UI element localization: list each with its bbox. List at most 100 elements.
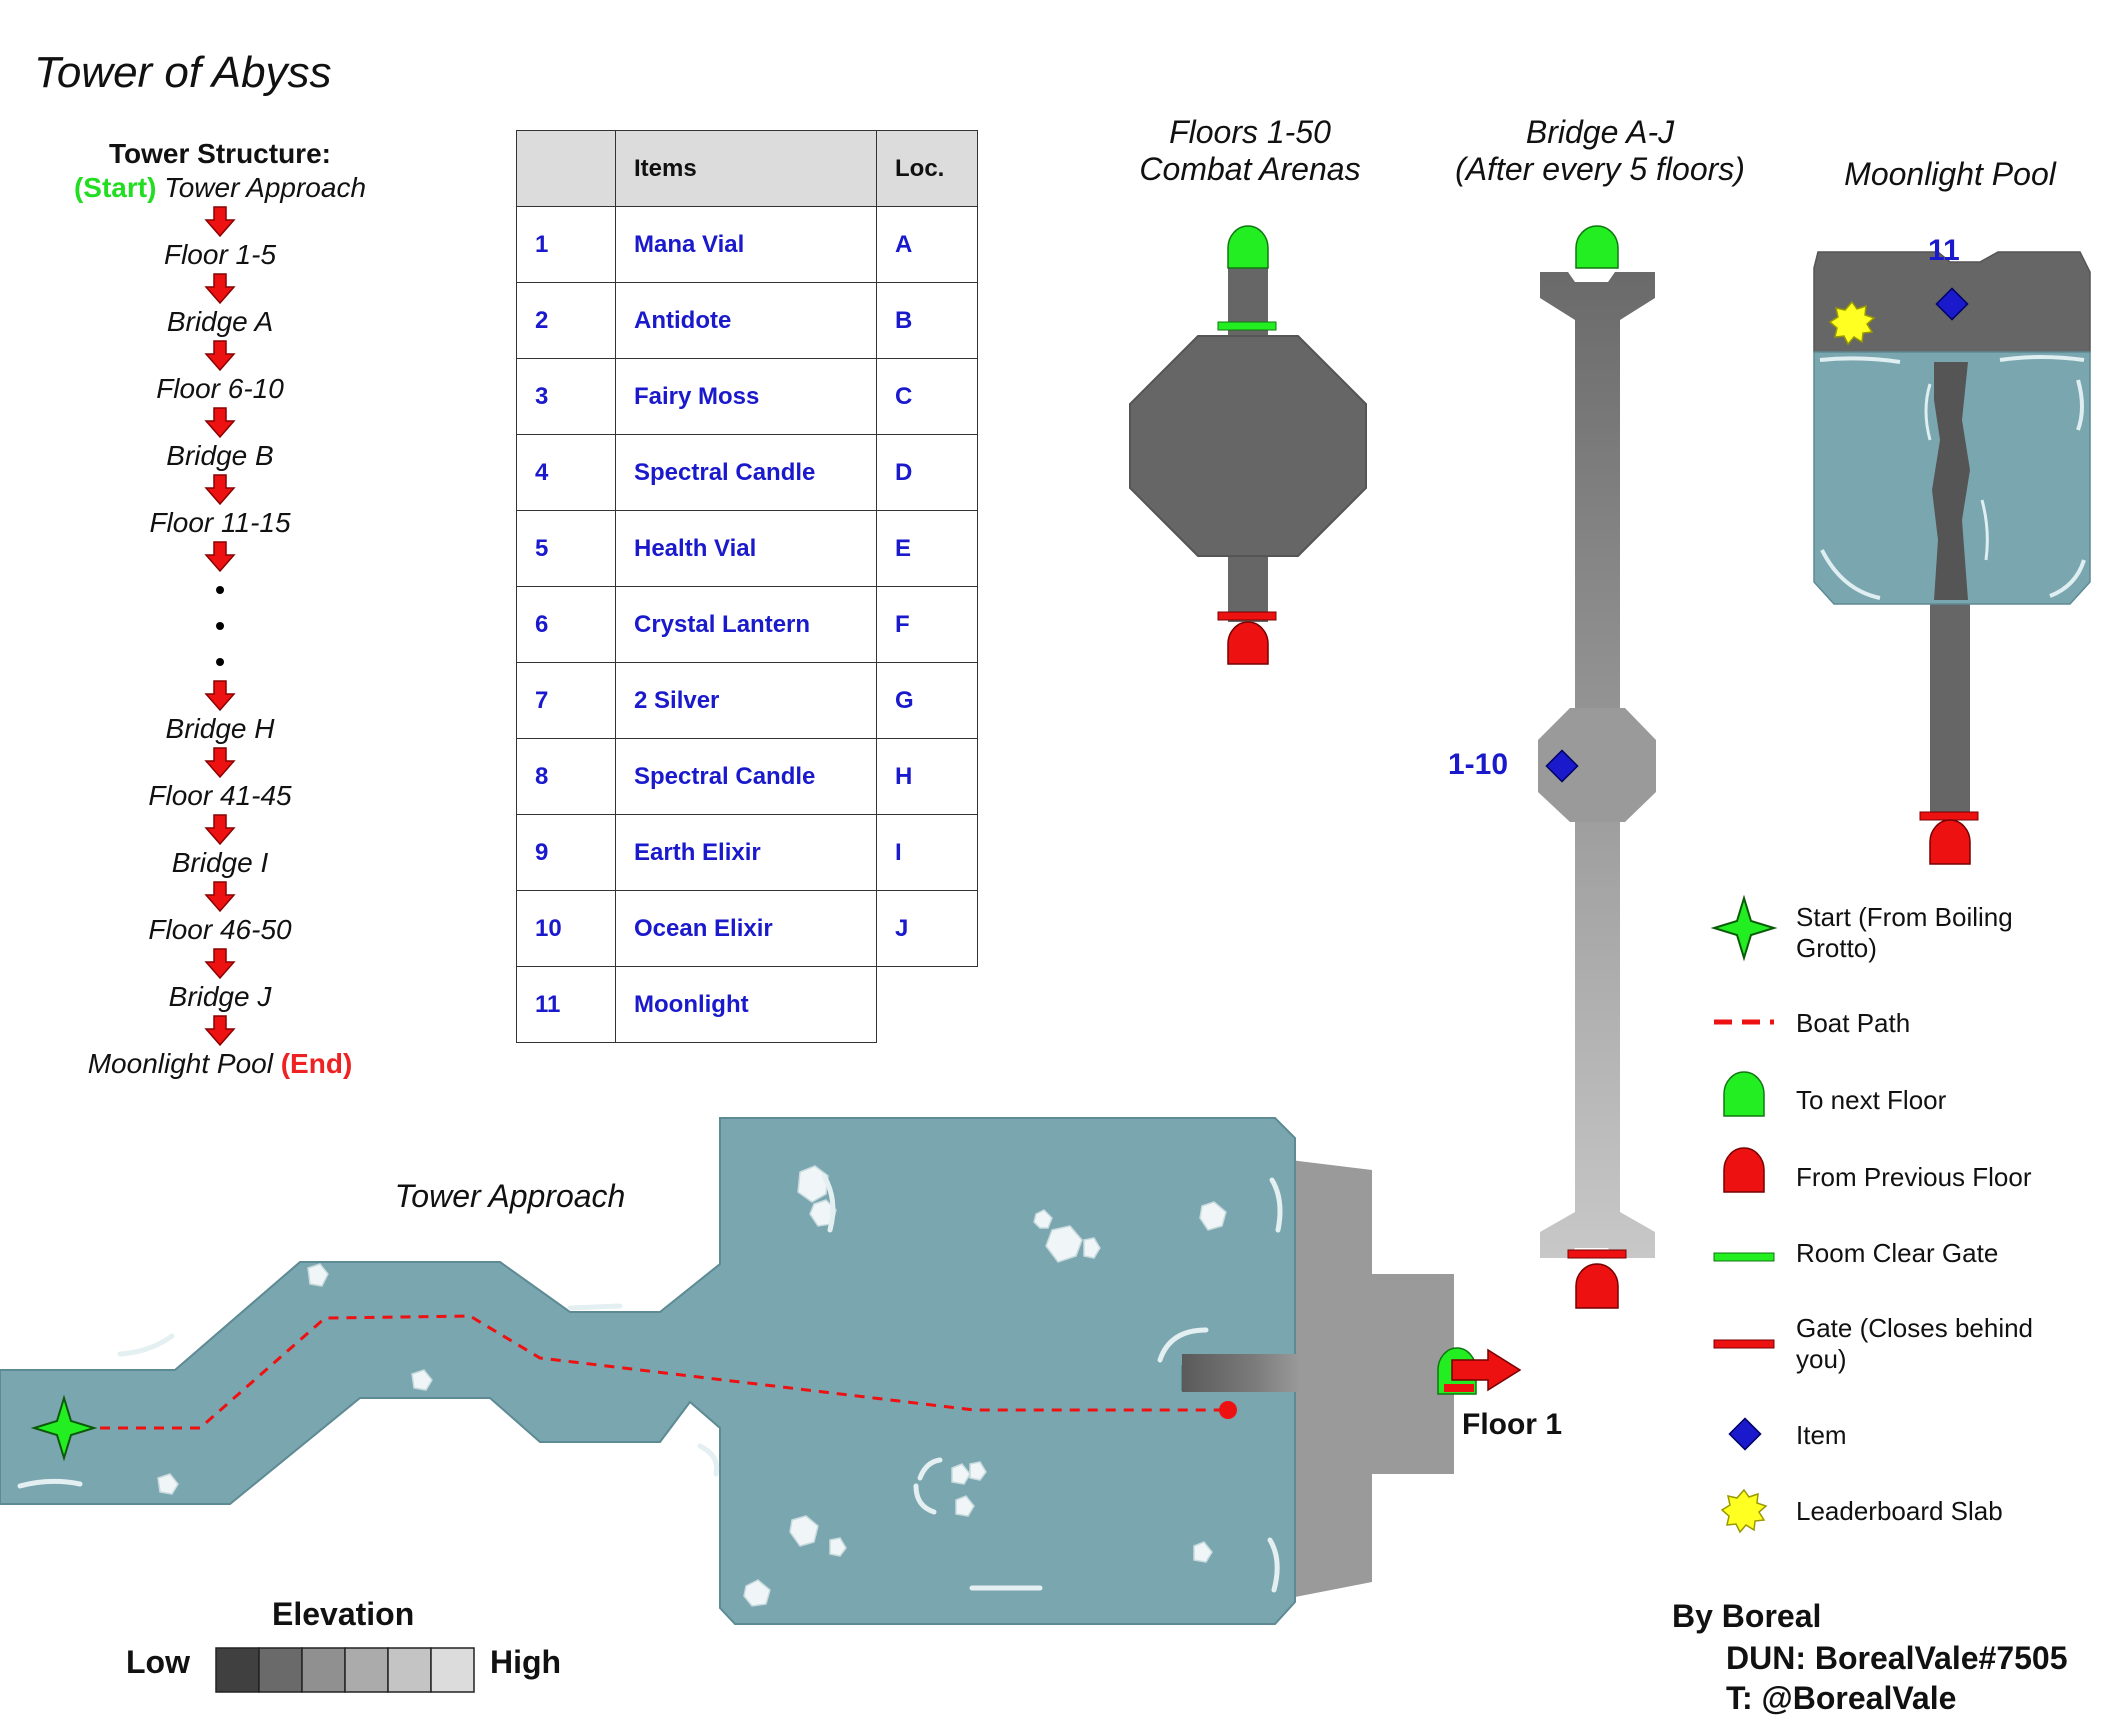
- ellipsis-dot: •: [215, 610, 225, 641]
- item-location: B: [876, 282, 978, 359]
- map-title: Tower of Abyss: [34, 48, 332, 97]
- flow-step: Bridge I: [171, 847, 269, 878]
- flow-step: Bridge B: [166, 440, 274, 471]
- room-clear-gate: [1217, 321, 1277, 331]
- down-arrow-icon: [60, 474, 380, 505]
- table-header-index: [516, 130, 616, 207]
- item-number: 2: [516, 282, 616, 359]
- legend-icons: [1710, 894, 1778, 1534]
- closing-gate: [1217, 611, 1277, 621]
- item-name: Earth Elixir: [615, 814, 877, 891]
- item-location: I: [876, 814, 978, 891]
- item-name: Ocean Elixir: [615, 890, 877, 967]
- next-floor-door-icon: [1575, 225, 1619, 269]
- bridge-caption: Bridge A-J (After every 5 floors): [1420, 114, 1780, 188]
- closing-gate: [1919, 811, 1979, 821]
- flow-step: Floor 11-15: [149, 507, 291, 538]
- elevation-swatch: [387, 1647, 432, 1693]
- down-arrow-icon: [60, 814, 380, 845]
- flow-end: Moonlight Pool (End): [60, 1046, 380, 1082]
- bridge-item-label: 1-10: [1448, 748, 1509, 781]
- floor1-label: Floor 1: [1462, 1408, 1563, 1441]
- previous-floor-door-icon: [1227, 621, 1269, 665]
- closing-gate: [1567, 1249, 1627, 1259]
- flow-step: Floor 6-10: [156, 373, 284, 404]
- down-arrow-icon: [60, 948, 380, 979]
- start-star-icon: [1710, 894, 1778, 962]
- legend-gate-label: Gate (Closes behind you): [1796, 1313, 2033, 1375]
- down-arrow-icon: [60, 206, 380, 237]
- item-number: 10: [516, 890, 616, 967]
- leaderboard-slab-icon: [1828, 300, 1876, 346]
- down-arrow-icon: [60, 407, 380, 438]
- combat-arena-map: [1129, 225, 1367, 665]
- bridge-caption-line2: (After every 5 floors): [1455, 151, 1745, 187]
- legend-line: Start (From Boiling: [1796, 902, 2013, 932]
- item-location: D: [876, 434, 978, 511]
- legend-slab-label: Leaderboard Slab: [1796, 1496, 2003, 1526]
- down-arrow-icon: [60, 273, 380, 304]
- elevation-swatch: [258, 1647, 303, 1693]
- legend-line: Grotto): [1796, 933, 1877, 963]
- item-name: Moonlight: [615, 966, 877, 1043]
- end-name: Moonlight Pool: [87, 1048, 273, 1079]
- credit-twitter: T: @BorealVale: [1726, 1680, 1957, 1716]
- credit-author: By Boreal: [1672, 1598, 1822, 1634]
- pool-item-label: 11: [1928, 234, 1960, 267]
- flow-step: Floor 41-45: [148, 780, 292, 811]
- elevation-swatch: [344, 1647, 389, 1693]
- legend-line: you): [1796, 1344, 1847, 1374]
- item-diamond-icon: [1545, 749, 1579, 783]
- start-name: Tower Approach: [164, 172, 367, 203]
- legend-line: Gate (Closes behind: [1796, 1313, 2034, 1343]
- table-header-items: Items: [615, 130, 877, 207]
- item-name: Spectral Candle: [615, 738, 877, 815]
- item-number: 9: [516, 814, 616, 891]
- down-arrow-icon: [60, 747, 380, 778]
- item-number: 1: [516, 206, 616, 283]
- approach-caption: Tower Approach: [394, 1178, 626, 1214]
- leaderboard-slab-icon: [1720, 1488, 1768, 1534]
- item-location: J: [876, 890, 978, 967]
- item-diamond-icon: [1728, 1417, 1762, 1451]
- boat-path-end: [1219, 1401, 1237, 1419]
- next-floor-door-icon: [1723, 1071, 1765, 1117]
- floors-caption-line1: Floors 1-50: [1169, 114, 1331, 150]
- legend-boat-label: Boat Path: [1796, 1008, 1911, 1038]
- table-header-location: Loc.: [876, 130, 978, 207]
- boat-path: [64, 1314, 1226, 1430]
- previous-floor-door-icon: [1929, 819, 1971, 865]
- elevation-high: High: [490, 1644, 562, 1680]
- elevation-scale: [215, 1647, 475, 1693]
- item-number: 11: [516, 966, 616, 1043]
- bridge-caption-line1: Bridge A-J: [1525, 114, 1675, 150]
- item-location: A: [876, 206, 978, 283]
- bridge-map: [1538, 225, 1656, 1309]
- down-arrow-icon: [60, 340, 380, 371]
- item-name: Mana Vial: [615, 206, 877, 283]
- next-floor-door-icon: [1227, 225, 1269, 269]
- item-number: 7: [516, 662, 616, 739]
- arrow-right-icon: [1451, 1348, 1522, 1392]
- closing-gate: [1444, 1384, 1474, 1392]
- item-diamond-icon: [1935, 287, 1969, 321]
- end-label: (End): [280, 1048, 353, 1079]
- item-location: E: [876, 510, 978, 587]
- elevation-title: Elevation: [272, 1596, 415, 1632]
- item-location: H: [876, 738, 978, 815]
- elevation-low: Low: [126, 1644, 190, 1680]
- start-star-icon: [30, 1394, 98, 1462]
- down-arrow-icon: [60, 541, 380, 572]
- start-label: (Start): [73, 172, 157, 203]
- structure-heading: Tower Structure:: [109, 138, 331, 169]
- legend-start-label: Start (From Boiling Grotto): [1796, 902, 2013, 964]
- flow-step: Bridge A: [166, 306, 274, 337]
